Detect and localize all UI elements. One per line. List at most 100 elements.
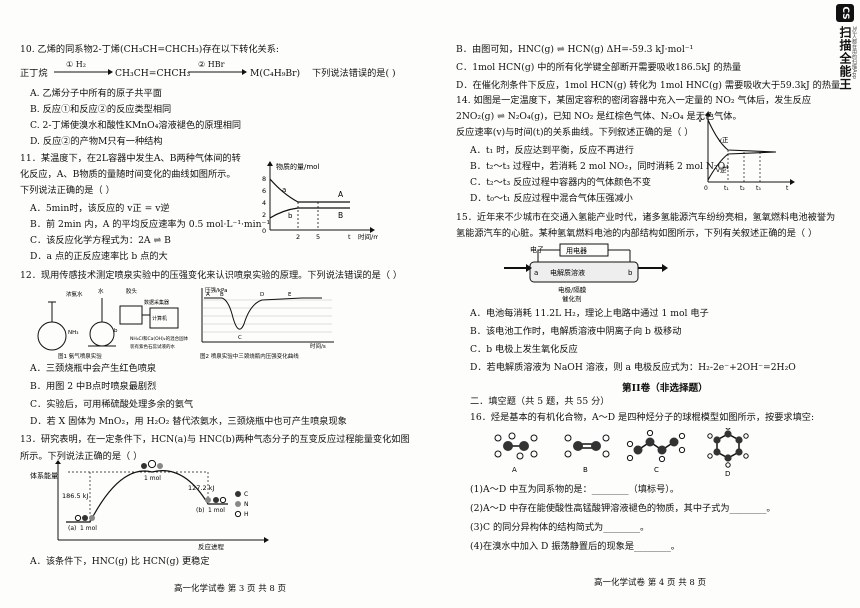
q13-option-c: C．1mol HCN(g) 中的所有化学键全部断开需要吸收186.5kJ 的热量	[456, 62, 742, 73]
q15-electrolyte: 电解质溶液	[550, 268, 585, 277]
q10-ask: 下列说法错误的是( )	[312, 68, 396, 79]
q11-xtick-5: 5	[316, 233, 320, 241]
q11-point-a: a	[282, 186, 286, 194]
q14-option-b: B．t₂～t₃ 过程中，若消耗 2 mol NO₂，同时消耗 2 mol N₂O…	[470, 161, 729, 172]
fig2-caption: 图2 喷泉实验中三颈烧瓶内压强变化曲线	[200, 352, 299, 360]
q12-fig1-apparatus: 浓氨水 水 胶头 NH₃ b 数据采集器 计算机 NH₄Cl和Ca(OH)₂的混…	[37, 287, 189, 360]
q15-option-a: A．电池每消耗 11.2L H₂，理论上电路中通过 1 mol 电子	[470, 308, 709, 319]
q13-legend-n: N	[244, 501, 249, 508]
q11-option-a: A．5min时，该反应的 v正 = v逆	[30, 203, 170, 214]
q14-xtick-t1: t₁	[724, 185, 729, 192]
q10-step2: ② HBr	[198, 60, 225, 69]
fig1-caption: 图1 氨气喷泉实验	[58, 352, 102, 360]
q16-label-d: D	[725, 470, 730, 478]
q13-energy-1: 186.5 kJ	[62, 492, 88, 500]
q15-option-b: B．该电池工作时，电解质溶液中阴离子向 b 极移动	[470, 326, 682, 337]
fig1-label-solid: NH₄Cl和Ca(OH)₂的混合固体	[130, 335, 189, 342]
q11-series-a: A	[338, 190, 344, 199]
q11-line2: 化反应，A、B物质的量随时间变化的曲线如图所示。	[20, 169, 236, 180]
q10-mid: CH₃CH=CHCH₃	[115, 68, 191, 79]
camscanner-logo: CS 扫描全能王 3亿人都在用的扫描App	[836, 4, 858, 144]
q16-stem: 16．烃是基本的有机化合物，A～D 是四种烃分子的球棍模型如图所示，按要求填空:	[470, 412, 815, 423]
fig1-label-dropper: 胶头	[126, 287, 138, 295]
fig2-xlabel: 时间/s	[310, 342, 326, 350]
q11-ylabel: 物质的量/mol	[276, 162, 319, 171]
q14-curve-forward	[707, 119, 777, 153]
q10-option-c: C. 2-丁烯使溴水和酸性KMnO₄溶液褪色的原理相同	[30, 120, 242, 131]
q12-option-d: D．若 X 固体为 MnO₂，用 H₂O₂ 替代浓氨水，三颈烧瓶中也可产生喷泉现…	[30, 416, 347, 427]
q15-device-label: 用电器	[566, 246, 587, 255]
q14-line3: 反应速率(v)与时间(t)的关系曲线。下列叙述正确的是（ ）	[456, 127, 694, 138]
q14-rate-time-graph: v v正 v逆 0 t₁ t₂ t₃ t	[698, 112, 795, 192]
q13-energy-2: 127.2 kJ	[188, 484, 214, 492]
q11-curve-b	[269, 207, 350, 219]
q16-label-a: A	[512, 466, 517, 474]
q10-option-a: A. 乙烯分子中所有的原子共平面	[30, 88, 162, 99]
fig2-curve	[204, 297, 322, 330]
q13-mol-top: 1 mol	[144, 475, 161, 482]
cs-brand-name: 扫描全能王	[838, 26, 852, 91]
arrow-step1-icon	[54, 69, 113, 75]
q14-option-d: D．t₀～t₁ 反应过程中混合气体压强减小	[470, 193, 633, 204]
q14-line2: 2NO₂(g) ⇌ N₂O₄(g)，已知 NO₂ 是红棕色气体、N₂O₄ 是无色…	[456, 111, 742, 122]
q10-stem: 10. 乙烯的同系物2-丁烯(CH₃CH=CHCH₃)存在以下转化关系:	[20, 44, 279, 55]
q15-option-d: D．若电解质溶液为 NaOH 溶液，则 a 电极反应式为：H₂-2e⁻+2OH⁻…	[470, 362, 796, 373]
q16-label-b: B	[583, 466, 588, 474]
q16-item-1: (1)A～D 中互为同系物的是：________（填标号）。	[470, 484, 680, 495]
q14-option-c: C．t₂～t₃ 反应过程中容器内的气体颜色不变	[470, 177, 651, 188]
q13-xlabel: 反应进程	[198, 542, 225, 550]
q11-ytick-6: 6	[262, 187, 266, 195]
section2-title: 第II卷（非选择题）	[622, 383, 708, 394]
q11-ytick-8: 8	[262, 175, 266, 183]
q12-stem: 12．现用传感技术测定喷泉实验中的压强变化来认识喷泉实验的原理。下列说法错误的是…	[20, 270, 403, 281]
fig1-label-litmus: 装有紫色石蕊试液的水	[130, 343, 175, 350]
fig2-point-d: D	[260, 292, 264, 298]
q15-electrode-b: b	[628, 269, 633, 277]
q14-label-vreverse: v逆	[716, 165, 727, 174]
q13-label-a: (a)	[68, 525, 76, 532]
q16-item-4: (4)在溴水中加入 D 振荡静置后的现象是________。	[470, 541, 680, 552]
q13-ylabel: 体系能量	[30, 471, 58, 480]
q11-xtick-2: 2	[296, 233, 300, 241]
q11-ytick-0: 0	[262, 227, 266, 235]
q13-option-a: A．该条件下，HNC(g) 比 HCN(g) 更稳定	[30, 556, 210, 567]
q13-option-b: B．由图可知，HNC(g) ⇌ HCN(g) ΔH=-59.3 kJ·mol⁻¹	[456, 44, 694, 55]
fig2-point-a: A	[206, 292, 210, 298]
q16-model-d: D	[707, 428, 749, 478]
q11-series-b: B	[338, 211, 343, 220]
fig1-label-nh3: NH₃	[68, 330, 78, 336]
cs-tagline: 3亿人都在用的扫描App	[851, 26, 857, 79]
q12-option-c: C．实验后，可用稀硫酸处理多余的氨气	[30, 399, 194, 410]
right-page-footer: 高一化学试卷 第 4 页 共 8 页	[594, 578, 707, 588]
q11-line1: 11．某温度下，在2L容器中发生A、B两种气体间的转	[20, 153, 241, 164]
q13-energy-curve	[66, 470, 228, 523]
q15-line2: 氢能源汽车的心脏。某种氢氧燃料电池的内部结构如图所示，下列有关叙述正确的是（ ）	[456, 228, 818, 239]
q16-model-a: A	[494, 432, 538, 474]
left-page-footer: 高一化学试卷 第 3 页 共 8 页	[174, 584, 287, 594]
q13-label-b: (b)	[196, 507, 205, 514]
q16-model-b: B	[564, 434, 610, 474]
q11-line3: 下列说法正确的是（ ）	[20, 185, 115, 196]
q14-xtick-t3: t₃	[756, 185, 761, 192]
q14-xtick-0: 0	[704, 185, 708, 192]
section-fill-title: 二．填空题（共 5 题，共 55 分）	[470, 396, 610, 407]
q11-option-d: D．a 点的正反应速率比 b 点的大	[30, 251, 168, 262]
q16-model-c: C	[626, 429, 686, 474]
q11-option-c: C．该反应化学方程式为：2A ⇌ B	[30, 235, 171, 246]
fig1-label-computer: 计算机	[152, 315, 167, 322]
q15-bottom-1: 电极/隔膜	[558, 285, 587, 294]
fig2-point-e: E	[288, 292, 292, 298]
fig1-label-water: 水	[98, 287, 104, 295]
q11-amount-time-graph: 物质的量/mol 8 6 4 2 0 a b A B 2 5 t 时间/min	[262, 161, 378, 241]
q11-curve-a	[269, 178, 350, 203]
q14-option-a: A．t₁ 时，反应达到平衡，反应不再进行	[470, 145, 634, 156]
q16-item-3: (3)C 的同分异构体的结构简式为________。	[470, 522, 650, 533]
q13-option-d: D．在催化剂条件下反应，1mol HCN(g) 转化为 1mol HNC(g) …	[456, 80, 841, 91]
q15-option-c: C．b 电极上发生氧化反应	[470, 344, 578, 355]
q15-electrode-a: a	[534, 269, 538, 277]
q12-option-a: A．三颈烧瓶中会产生红色喷泉	[30, 363, 157, 374]
q15-line1: 15．近年来不少城市在交通入氢能产业时代，诸多氢能源汽车纷纷亮相，氢氧燃料电池被…	[456, 212, 836, 223]
q13-legend-h: H	[244, 511, 249, 518]
q10-step1: ① H₂	[66, 60, 86, 69]
q15-fuel-cell-diagram: 用电器 电子 a b 电解质溶液 电极/隔膜 催化剂	[504, 243, 668, 302]
